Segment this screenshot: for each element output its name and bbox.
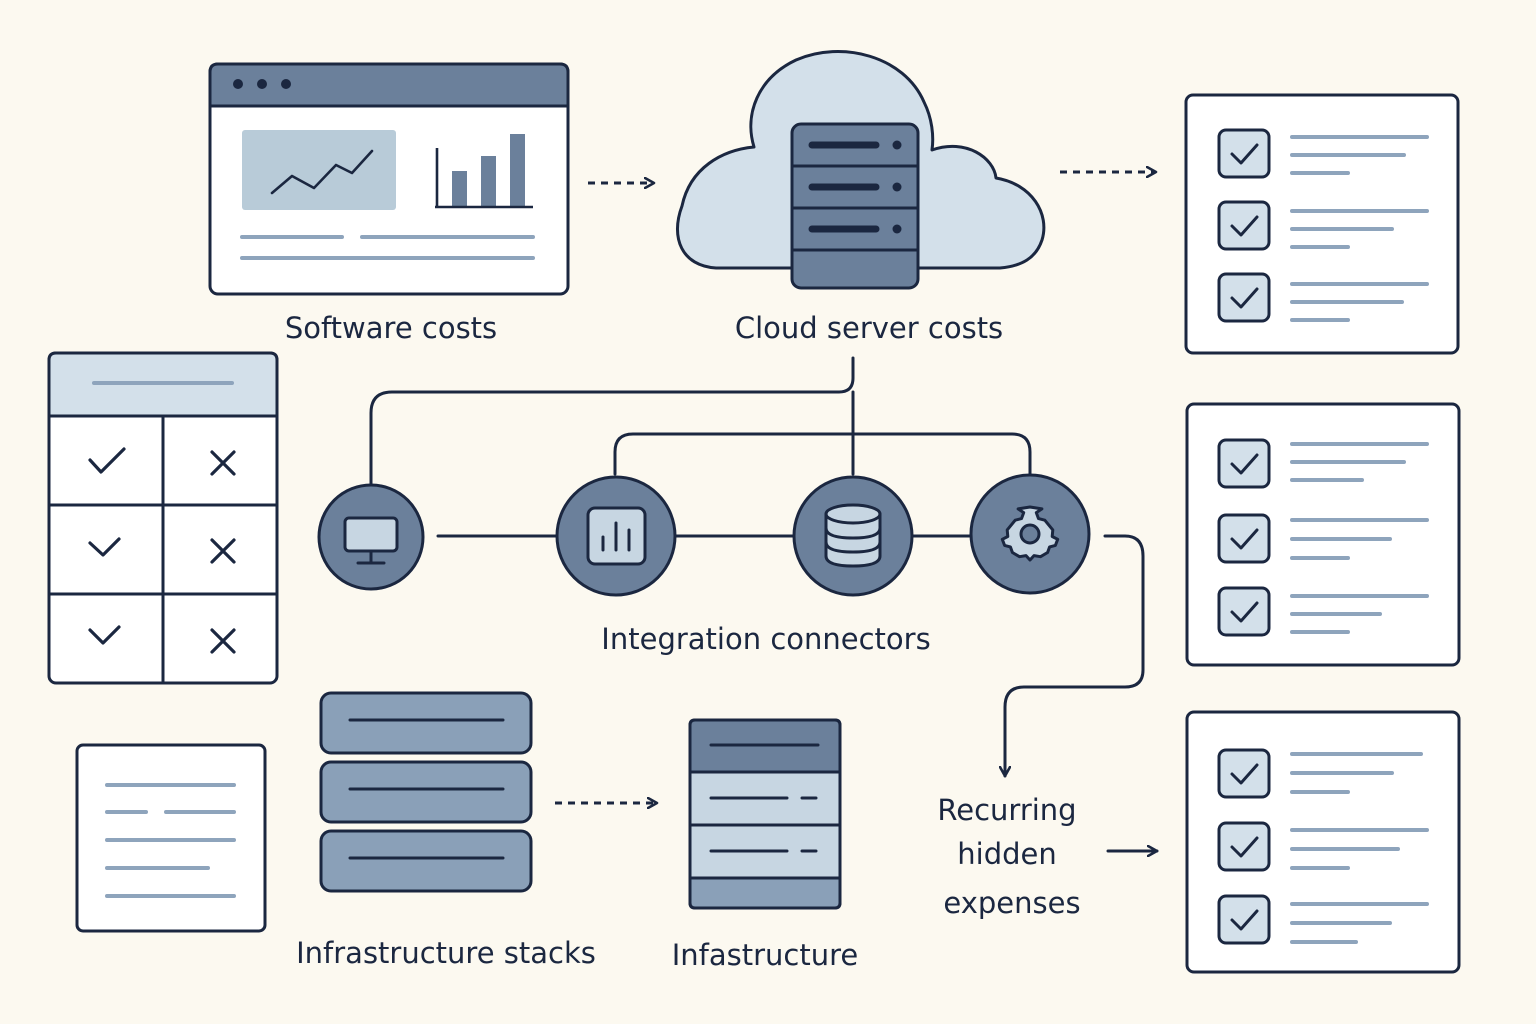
line-chart-icon — [270, 149, 374, 195]
label-infrastructure: Infastructure — [671, 938, 859, 972]
connector-node-settings — [969, 473, 1091, 595]
cloud-server-graphic — [676, 50, 1046, 290]
window-dot — [281, 79, 291, 89]
checkmark-icon — [1230, 453, 1259, 475]
cross-icon — [210, 628, 236, 654]
line-chart-panel — [242, 130, 396, 210]
label-cloud-server-costs: Cloud server costs — [734, 311, 1004, 345]
checkmark-icon — [1230, 287, 1259, 309]
software-dashboard-window — [208, 62, 570, 296]
connector-node-monitor — [317, 483, 425, 591]
server-rack-icon — [790, 122, 920, 290]
checklist-card-2 — [1185, 402, 1461, 667]
checklist-card-1 — [1184, 93, 1460, 355]
window-dot — [233, 79, 243, 89]
database-icon — [824, 503, 882, 568]
checkmark-icon — [1230, 215, 1259, 237]
cross-icon — [210, 538, 236, 564]
checklist-card-3 — [1185, 710, 1461, 974]
monitor-icon — [343, 516, 399, 565]
bar-chart-graphic — [435, 134, 533, 209]
label-hidden: hidden — [957, 837, 1057, 871]
label-software-costs: Software costs — [284, 311, 498, 345]
window-dot — [257, 79, 267, 89]
checkmark-icon — [1230, 143, 1259, 165]
checkmark-icon — [1230, 601, 1259, 623]
label-recurring: Recurring — [937, 793, 1077, 827]
label-expenses: expenses — [943, 886, 1081, 920]
checkmark-icon — [1230, 763, 1259, 785]
label-infrastructure-stacks: Infrastructure stacks — [296, 936, 596, 970]
check-icon — [88, 537, 121, 557]
text-document — [75, 743, 267, 933]
label-integration-connectors: Integration connectors — [601, 622, 931, 656]
infrastructure-stack — [319, 691, 533, 893]
checkmark-icon — [1230, 909, 1259, 931]
connector-node-chart — [555, 475, 677, 597]
checkmark-icon — [1230, 836, 1259, 858]
check-icon — [88, 625, 121, 645]
connector-node-database — [792, 475, 914, 597]
bar-chart-icon — [586, 506, 647, 566]
check-icon — [88, 447, 126, 474]
infrastructure-server — [688, 718, 842, 910]
gear-icon — [1000, 505, 1060, 562]
checkmark-icon — [1230, 528, 1259, 550]
cross-icon — [210, 450, 236, 476]
comparison-table — [47, 351, 279, 685]
connector-wiring — [369, 356, 1145, 778]
